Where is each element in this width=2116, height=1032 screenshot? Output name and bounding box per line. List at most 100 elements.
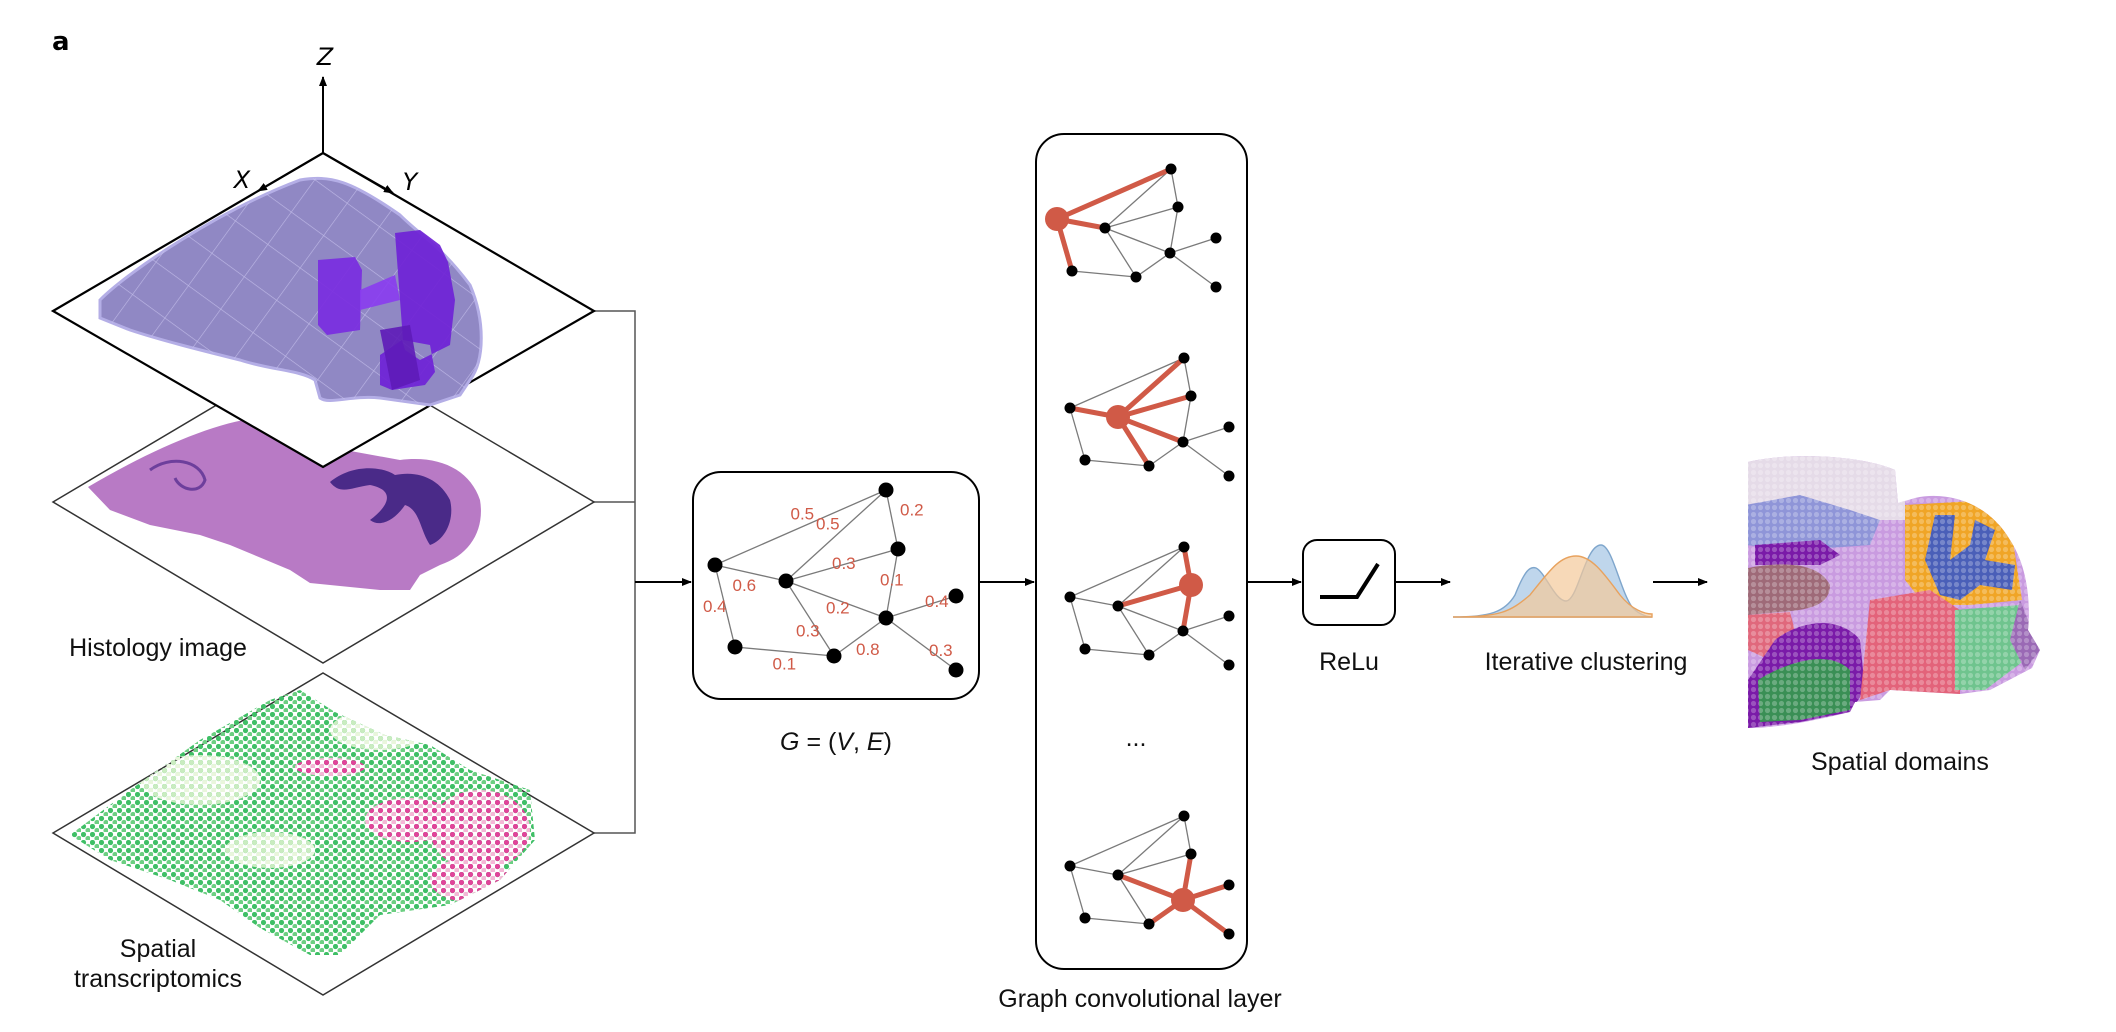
gcn-node-F xyxy=(1210,232,1222,244)
gcn-node-C xyxy=(1165,163,1177,175)
model3d-layer xyxy=(50,151,597,469)
gcn-edge xyxy=(1104,168,1172,229)
edge-weight-label: 0.6 xyxy=(733,576,757,595)
gcn-edge xyxy=(1117,546,1185,607)
gcn-node-E xyxy=(1177,625,1189,637)
gcn-edge xyxy=(1069,357,1185,409)
gcn-edge xyxy=(1084,459,1150,467)
x-axis xyxy=(257,152,324,192)
gcn-edge xyxy=(1084,648,1150,656)
graph-edge-B-D xyxy=(785,548,899,582)
graph-edge-H-I xyxy=(734,646,835,657)
gcn-ellipsis: ... xyxy=(1126,724,1147,752)
gcn-node-I xyxy=(1130,271,1142,283)
gcn-edge-highlighted xyxy=(1054,166,1174,222)
spatial-domains-label: Spatial domains xyxy=(1811,748,1989,776)
gcn-edge xyxy=(1117,815,1185,876)
caption-v: V xyxy=(836,728,855,756)
cluster-curve-orange xyxy=(1452,555,1653,618)
gcn-center-node xyxy=(1179,573,1203,597)
gcn-node-G xyxy=(1210,281,1222,293)
gcn-node-I xyxy=(1143,918,1155,930)
graph-edge-A-H xyxy=(714,564,736,648)
gcn-node-G xyxy=(1223,659,1235,671)
relu-icon xyxy=(1320,562,1380,599)
gcn-step-2 xyxy=(1064,352,1235,482)
caption-e: E xyxy=(867,728,884,756)
gcn-node-A xyxy=(1064,402,1076,414)
relu-label: ReLu xyxy=(1319,648,1379,676)
graph-node-H xyxy=(727,639,743,655)
transcriptomics-label-line1: Spatial xyxy=(120,935,196,963)
graph-node-B xyxy=(778,573,794,589)
gcn-edge xyxy=(1069,407,1086,461)
edge-weight-label: 0.2 xyxy=(900,501,924,520)
clustering-label: Iterative clustering xyxy=(1485,648,1688,676)
edge-weight-label: 0.4 xyxy=(925,592,949,611)
gcn-edge xyxy=(1117,605,1184,632)
relu-block: ReLu xyxy=(1302,539,1396,676)
graph-caption: G = (V, E) xyxy=(780,728,892,756)
caption-eq: = ( xyxy=(800,728,837,756)
gcn-node-A xyxy=(1064,591,1076,603)
gcn-edge xyxy=(1169,206,1179,254)
graph-node-G xyxy=(948,662,964,678)
gcn-center-node xyxy=(1106,405,1130,429)
gcn-edge xyxy=(1170,168,1179,208)
graph-edge-E-G xyxy=(885,617,957,671)
graph-node-E xyxy=(878,610,894,626)
gcn-step-3 xyxy=(1064,541,1235,671)
edge-weight-label: 0.3 xyxy=(832,554,856,573)
graph-node-A xyxy=(707,557,723,573)
gcn-edge xyxy=(1069,865,1086,919)
graph-edge-I-E xyxy=(833,617,887,657)
xyz-axes: Z X Y xyxy=(232,43,420,196)
gcn-edge xyxy=(1148,441,1184,467)
tissue-3d-extrusion xyxy=(318,230,455,390)
gcn-edge-highlighted xyxy=(1115,355,1187,420)
gcn-edge-highlighted xyxy=(1115,393,1194,420)
gcn-node-I xyxy=(1143,460,1155,472)
graph-node-I xyxy=(826,648,842,664)
graph-edge-B-C xyxy=(785,489,887,582)
gcn-node-B xyxy=(1099,222,1111,234)
gcn-node-D xyxy=(1172,201,1184,213)
gcn-node-G xyxy=(1223,470,1235,482)
graph-node-C xyxy=(878,482,894,498)
graph-edge-A-B xyxy=(714,564,787,582)
gcn-box xyxy=(1035,133,1248,970)
gcn-edge xyxy=(1069,596,1119,607)
gcn-edge xyxy=(1169,237,1217,254)
histology-label: Histology image xyxy=(69,634,247,662)
gcn-edge xyxy=(1069,546,1185,598)
gcn-edge xyxy=(1182,426,1230,443)
gcn-node-F xyxy=(1223,610,1235,622)
gcn-step-4 xyxy=(1064,810,1235,940)
gcn-edge xyxy=(1084,917,1150,925)
gcn-panel: ... Graph convolutional layer xyxy=(998,133,1282,1013)
gcn-edge xyxy=(1071,270,1137,278)
gcn-node-B xyxy=(1112,869,1124,881)
gcn-edge xyxy=(1104,227,1137,278)
x-axis-label: X xyxy=(232,166,251,194)
edge-weight-label: 0.1 xyxy=(773,655,797,674)
histology-layer: Histology image xyxy=(51,341,596,664)
edge-weight-label: 0.3 xyxy=(796,622,820,641)
clustering-block: Iterative clustering xyxy=(1452,544,1688,676)
gcn-node-E xyxy=(1177,436,1189,448)
graph-edge-E-F xyxy=(885,595,957,619)
gcn-steps xyxy=(1045,163,1235,940)
relu-box xyxy=(1302,539,1396,626)
gcn-node-H xyxy=(1079,643,1091,655)
gcn-edge xyxy=(1183,357,1192,397)
histology-tissue xyxy=(88,418,481,590)
gcn-node-G xyxy=(1223,928,1235,940)
panel-letter: a xyxy=(52,27,70,57)
gcn-node-H xyxy=(1079,454,1091,466)
graph-edge-D-E xyxy=(885,548,899,619)
edge-weight-label: 0.1 xyxy=(880,571,904,590)
gcn-edge xyxy=(1135,252,1171,278)
